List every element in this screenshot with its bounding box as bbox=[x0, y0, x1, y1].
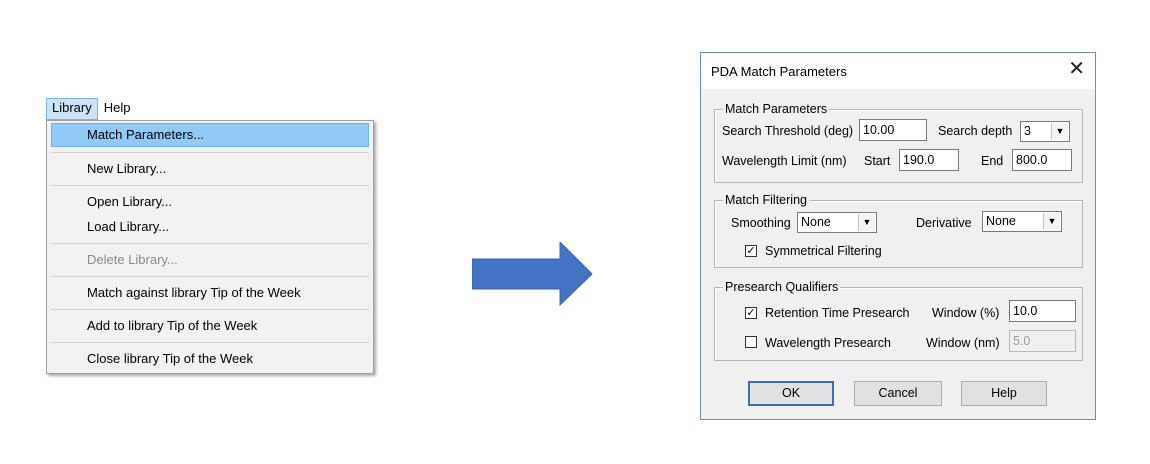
menu-help[interactable]: Help bbox=[103, 100, 131, 115]
menu-item-close-library-tip[interactable]: Close library Tip of the Week bbox=[87, 351, 253, 366]
dialog-title: PDA Match Parameters bbox=[711, 64, 847, 79]
smoothing-value: None bbox=[801, 215, 831, 229]
presearch-qualifiers-group: Presearch Qualifiers bbox=[714, 280, 1083, 361]
menu-item-match-against-library-tip[interactable]: Match against library Tip of the Week bbox=[87, 285, 301, 300]
menu-item-match-parameters[interactable]: Match Parameters... bbox=[51, 123, 369, 147]
retention-window-input[interactable]: 10.0 bbox=[1009, 300, 1076, 322]
search-threshold-label: Search Threshold (deg) bbox=[722, 124, 854, 138]
menu-library[interactable]: Library bbox=[46, 98, 98, 120]
ok-button[interactable]: OK bbox=[748, 381, 834, 406]
dialog-title-bar: PDA Match Parameters ✕ bbox=[701, 53, 1095, 89]
end-input[interactable]: 800.0 bbox=[1012, 149, 1072, 171]
symmetrical-filtering-label: Symmetrical Filtering bbox=[765, 244, 882, 258]
group-label: Match Parameters bbox=[723, 102, 830, 116]
close-icon[interactable]: ✕ bbox=[1068, 58, 1085, 80]
menu-item-load-library[interactable]: Load Library... bbox=[87, 219, 170, 234]
end-label: End bbox=[981, 154, 1004, 168]
menu-separator bbox=[51, 309, 369, 310]
derivative-value: None bbox=[986, 214, 1016, 228]
menu-separator bbox=[51, 185, 369, 186]
wavelength-limit-label: Wavelength Limit (nm) bbox=[722, 154, 847, 168]
wavelength-window-input[interactable]: 5.0 bbox=[1009, 330, 1076, 352]
start-input[interactable]: 190.0 bbox=[899, 149, 959, 171]
group-label: Match Filtering bbox=[723, 193, 809, 207]
menu-item-delete-library: Delete Library... bbox=[87, 252, 178, 267]
smoothing-label: Smoothing bbox=[731, 216, 791, 230]
chevron-down-icon[interactable]: ▼ bbox=[1051, 123, 1068, 140]
menu-item-add-to-library-tip[interactable]: Add to library Tip of the Week bbox=[87, 318, 258, 333]
right-arrow-icon bbox=[472, 242, 593, 306]
retention-window-label: Window (%) bbox=[932, 306, 1000, 320]
group-label: Presearch Qualifiers bbox=[723, 280, 841, 294]
menu-bar: Library Help bbox=[46, 98, 137, 120]
help-button[interactable]: Help bbox=[961, 381, 1047, 406]
chevron-down-icon[interactable]: ▼ bbox=[858, 214, 875, 231]
search-depth-select[interactable]: 3 ▼ bbox=[1020, 121, 1070, 142]
derivative-select[interactable]: None ▼ bbox=[982, 211, 1062, 232]
chevron-down-icon[interactable]: ▼ bbox=[1043, 213, 1060, 230]
wavelength-presearch-checkbox[interactable] bbox=[745, 336, 757, 348]
derivative-label: Derivative bbox=[916, 216, 972, 230]
menu-item-open-library[interactable]: Open Library... bbox=[87, 194, 173, 209]
wavelength-window-label: Window (nm) bbox=[926, 336, 1000, 350]
symmetrical-filtering-checkbox[interactable]: ✓ bbox=[745, 245, 757, 257]
menu-separator bbox=[51, 243, 369, 244]
search-depth-label: Search depth bbox=[938, 124, 1013, 138]
menu-item-new-library[interactable]: New Library... bbox=[87, 161, 167, 176]
pda-match-parameters-dialog: PDA Match Parameters ✕ Match Parameters … bbox=[700, 52, 1096, 420]
wavelength-presearch-label: Wavelength Presearch bbox=[765, 336, 891, 350]
retention-time-presearch-checkbox[interactable]: ✓ bbox=[745, 307, 757, 319]
smoothing-select[interactable]: None ▼ bbox=[797, 212, 877, 233]
library-dropdown-menu: Match Parameters... New Library... Open … bbox=[46, 120, 374, 374]
retention-time-presearch-label: Retention Time Presearch bbox=[765, 306, 910, 320]
menu-separator bbox=[51, 152, 369, 153]
match-parameters-group: Match Parameters bbox=[714, 102, 1083, 183]
search-depth-value: 3 bbox=[1024, 124, 1031, 138]
search-threshold-input[interactable]: 10.00 bbox=[859, 119, 927, 141]
match-filtering-group: Match Filtering bbox=[714, 193, 1083, 268]
start-label: Start bbox=[864, 154, 891, 168]
menu-separator bbox=[51, 276, 369, 277]
menu-separator bbox=[51, 342, 369, 343]
cancel-button[interactable]: Cancel bbox=[854, 381, 942, 406]
